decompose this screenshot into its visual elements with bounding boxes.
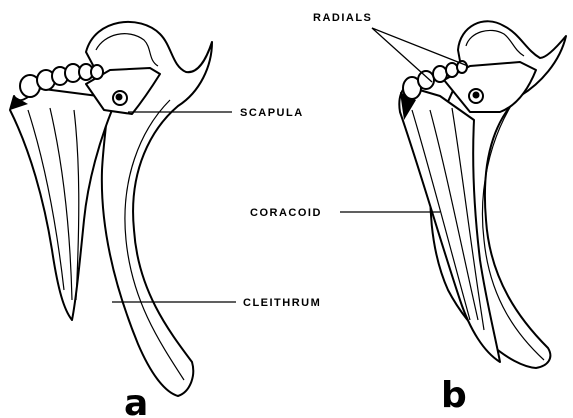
radial-b-2 [418, 71, 434, 89]
scapular-foramen-dot-b [473, 92, 480, 99]
radial-b-3 [433, 66, 447, 82]
label-coracoid: CORACOID [250, 207, 322, 219]
radial-b-4 [446, 63, 458, 77]
panel-label-a: a [124, 383, 148, 418]
radials-leader-1 [372, 28, 432, 82]
label-scapula: SCAPULA [240, 107, 304, 119]
radial-a-6 [91, 65, 103, 79]
scapular-foramen-dot-a [116, 94, 123, 101]
radials-leader-2 [372, 28, 468, 66]
coracoid-bone-a [10, 88, 112, 320]
girdle-specimen-a [10, 22, 212, 396]
label-cleithrum: CLEITHRUM [243, 297, 321, 309]
girdle-specimen-b [399, 21, 566, 368]
panel-label-b: b [441, 375, 467, 416]
label-radials: RADIALS [313, 12, 372, 24]
